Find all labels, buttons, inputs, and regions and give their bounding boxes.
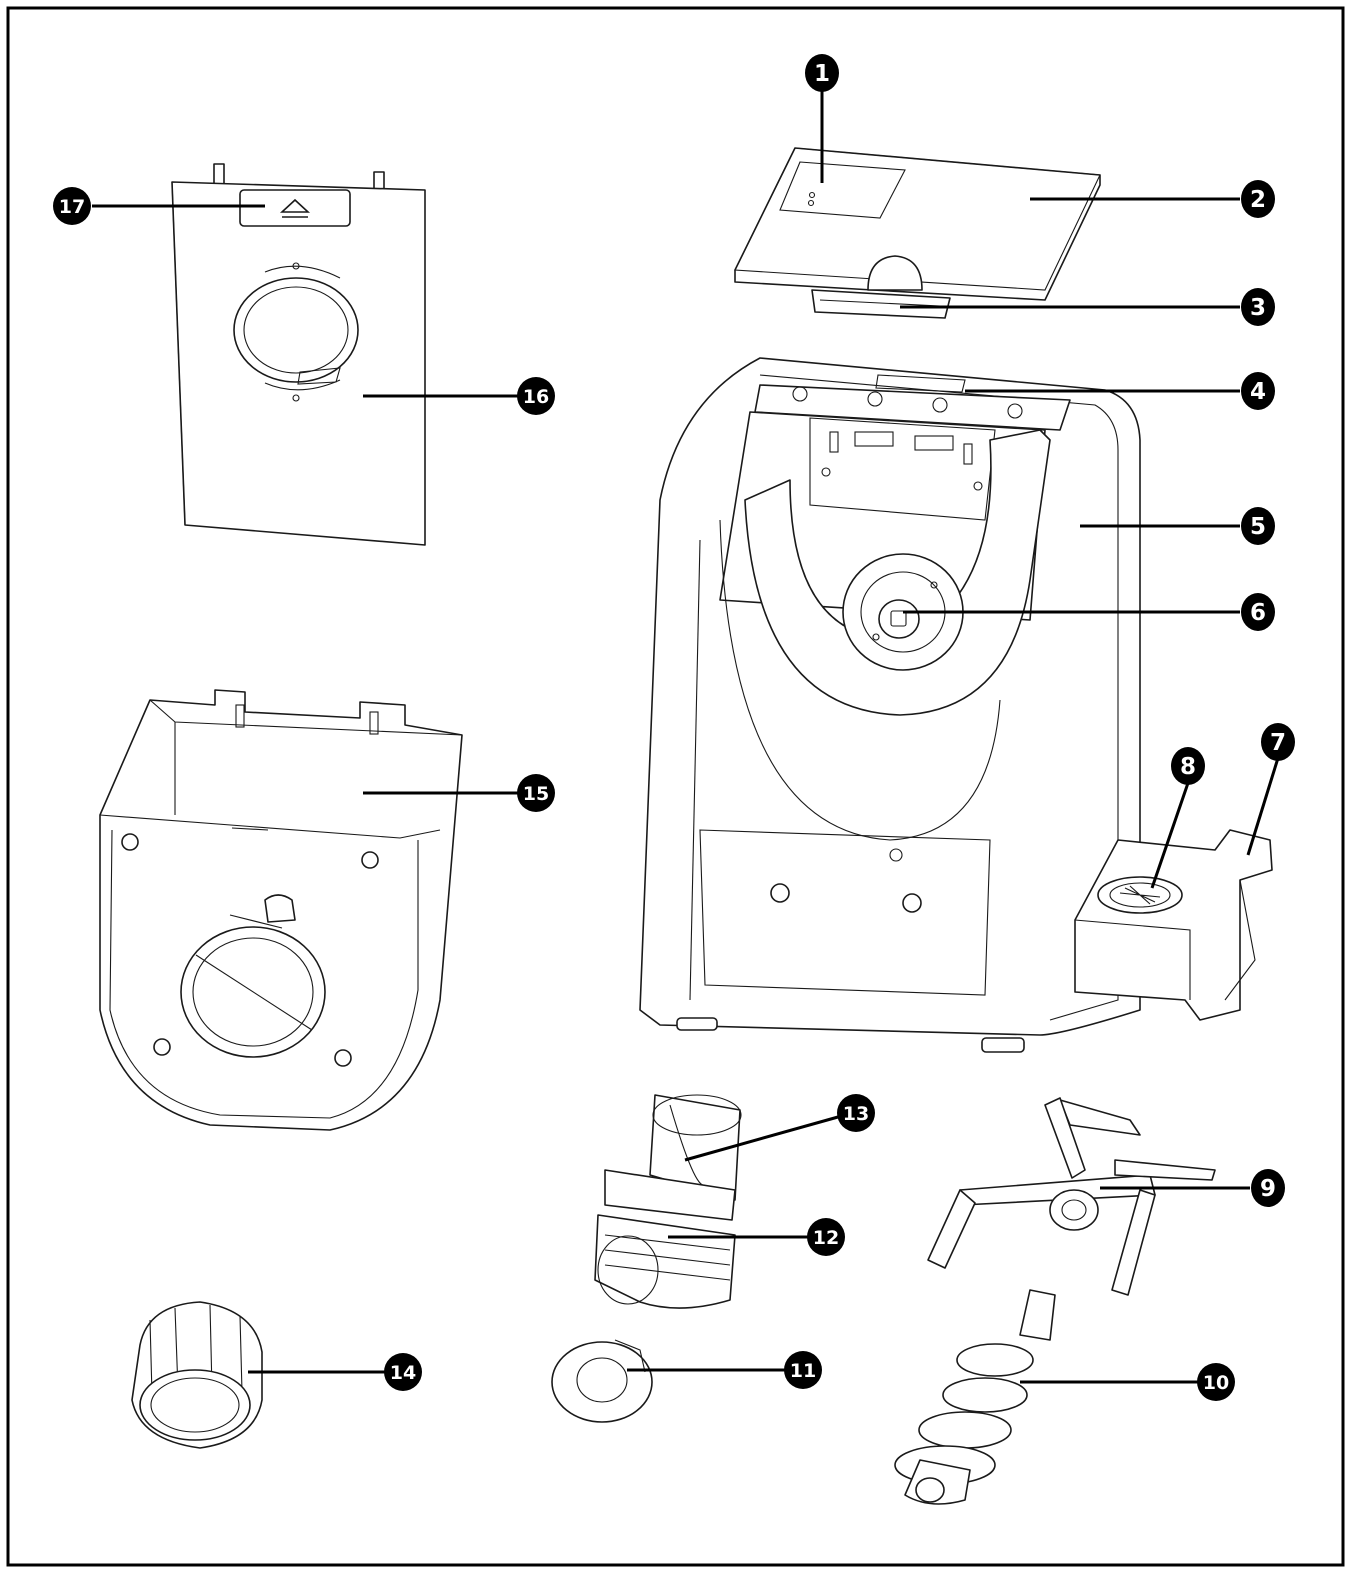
callout-badge-9: 9 bbox=[1251, 1169, 1285, 1207]
end-cap bbox=[131, 1301, 263, 1449]
callout-label-8: 8 bbox=[1180, 754, 1196, 780]
callout-badge-11: 11 bbox=[784, 1351, 822, 1389]
callout-badge-10: 10 bbox=[1197, 1363, 1235, 1401]
leader-8 bbox=[1150, 782, 1190, 889]
callout-label-16: 16 bbox=[523, 386, 549, 408]
callout-label-10: 10 bbox=[1203, 1372, 1229, 1394]
leader-lines bbox=[92, 90, 1280, 1384]
callout-badge-8: 8 bbox=[1171, 747, 1205, 785]
callout-label-4: 4 bbox=[1250, 379, 1266, 405]
callout-badge-6: 6 bbox=[1241, 593, 1275, 631]
rotating-brush bbox=[927, 1097, 1216, 1296]
leader-13 bbox=[684, 1115, 839, 1162]
callout-badge-12: 12 bbox=[807, 1218, 845, 1256]
silicone-seal bbox=[551, 1339, 653, 1423]
callout-label-17: 17 bbox=[59, 196, 85, 218]
callout-badge-17: 17 bbox=[53, 187, 91, 225]
callout-badge-7: 7 bbox=[1261, 723, 1295, 761]
callout-badge-14: 14 bbox=[384, 1353, 422, 1391]
power-icon bbox=[792, 386, 808, 402]
callout-label-5: 5 bbox=[1250, 514, 1266, 540]
housing bbox=[99, 689, 463, 1131]
callout-badges: 1 2 3 4 5 6 7 8 9 10 11 12 13 14 15 16 1… bbox=[53, 54, 1295, 1401]
callout-label-11: 11 bbox=[790, 1360, 816, 1382]
leader-7 bbox=[1246, 757, 1280, 856]
auger bbox=[894, 1289, 1056, 1505]
callout-badge-16: 16 bbox=[517, 377, 555, 415]
front-cover-panel bbox=[171, 163, 426, 546]
callout-label-9: 9 bbox=[1260, 1176, 1276, 1202]
feed-tube bbox=[594, 1094, 742, 1309]
callout-label-3: 3 bbox=[1250, 295, 1266, 321]
callout-badge-1: 1 bbox=[805, 54, 839, 92]
callout-badge-13: 13 bbox=[837, 1094, 875, 1132]
callout-label-13: 13 bbox=[843, 1103, 869, 1125]
callout-badge-15: 15 bbox=[517, 774, 555, 812]
callout-label-6: 6 bbox=[1250, 600, 1266, 626]
diagram-frame bbox=[6, 6, 1345, 1567]
lid bbox=[734, 147, 1101, 319]
callout-badge-3: 3 bbox=[1241, 288, 1275, 326]
callout-label-1: 1 bbox=[814, 61, 830, 87]
callout-badge-5: 5 bbox=[1241, 507, 1275, 545]
callout-label-15: 15 bbox=[523, 783, 549, 805]
callout-badge-2: 2 bbox=[1241, 180, 1275, 218]
callout-badge-4: 4 bbox=[1241, 372, 1275, 410]
callout-label-14: 14 bbox=[390, 1362, 416, 1384]
main-body bbox=[639, 357, 1273, 1053]
callout-label-12: 12 bbox=[813, 1227, 839, 1249]
callout-label-2: 2 bbox=[1250, 187, 1266, 213]
eject-icon bbox=[279, 198, 311, 218]
eject-tab bbox=[239, 189, 351, 227]
callout-label-7: 7 bbox=[1270, 730, 1286, 756]
